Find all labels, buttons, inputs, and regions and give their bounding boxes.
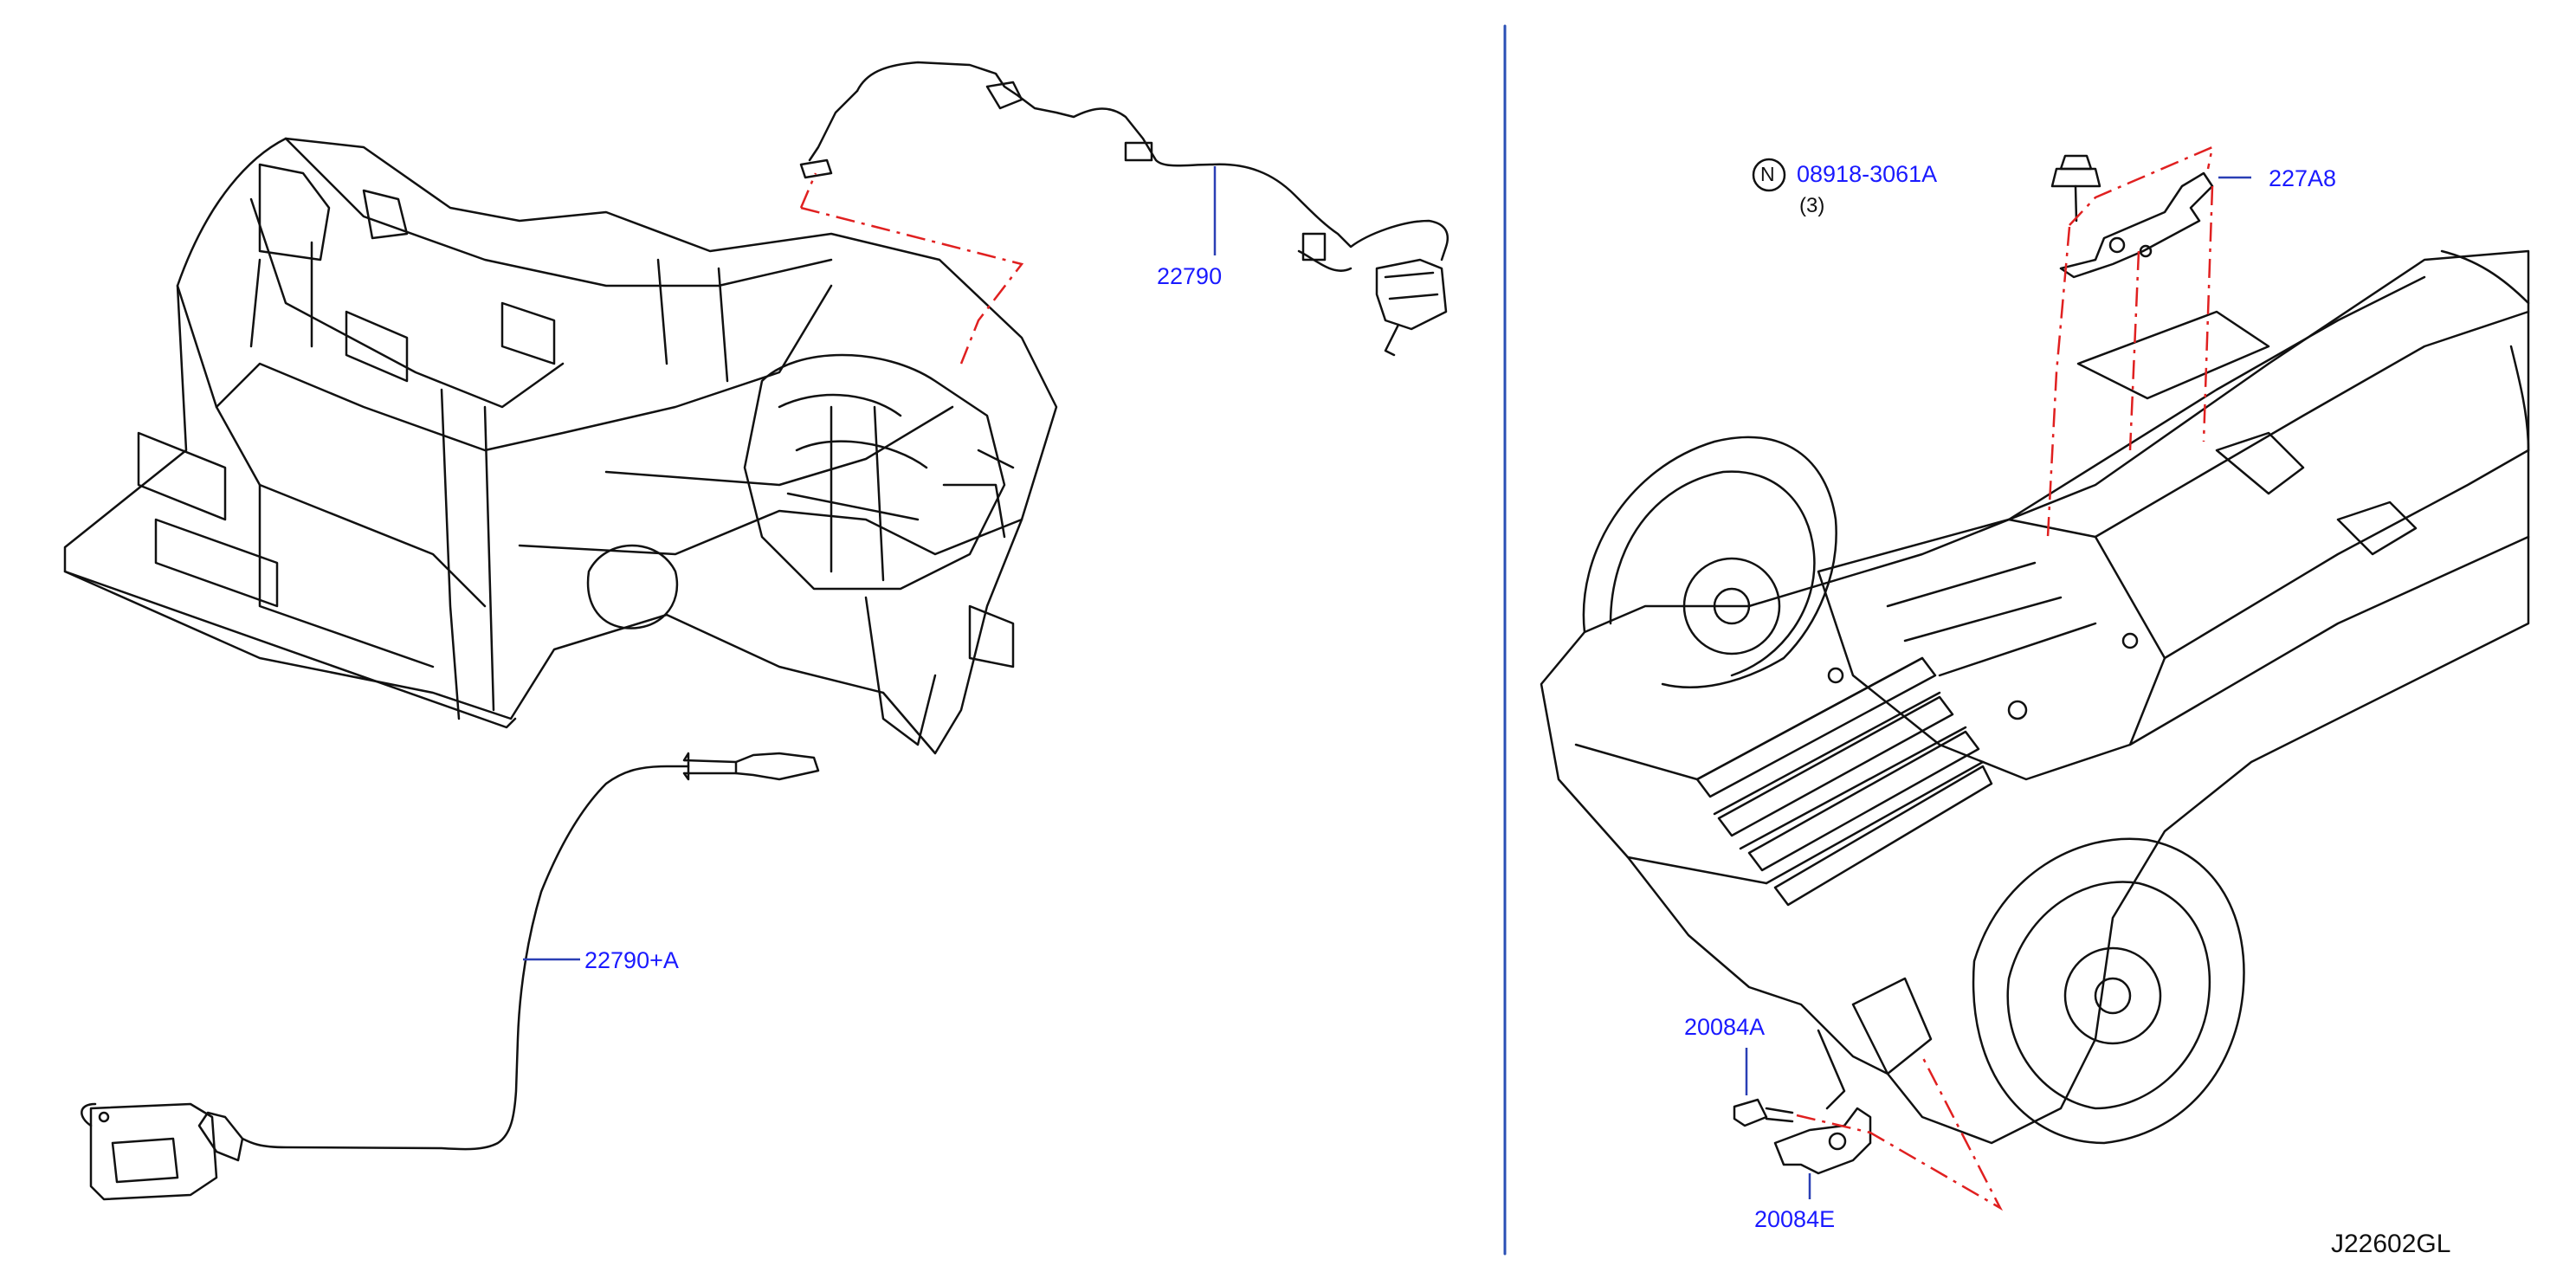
- figure-id: J22602GL: [2331, 1230, 2451, 1258]
- vehicle-front-body-drawing: [63, 137, 1058, 755]
- bolt-icon: [1733, 1098, 1794, 1127]
- reference-lines: [799, 145, 2214, 1211]
- nut-icon: [2050, 154, 2101, 223]
- part-label-22790a: 22790+A: [584, 947, 679, 973]
- leader-lines: [523, 166, 2251, 1199]
- part-label-20084e: 20084E: [1754, 1206, 1836, 1232]
- part-label-20084a: 20084A: [1684, 1014, 1766, 1040]
- bracket-icon: [2059, 171, 2214, 279]
- vehicle-underbody-drawing: [1540, 249, 2530, 1145]
- n-symbol-circle: [1752, 158, 1786, 192]
- part-quantity: (3): [1799, 194, 1825, 217]
- n-symbol: N: [1760, 163, 1775, 185]
- part-label-08918-3061a: 08918-3061A: [1797, 161, 1938, 187]
- part-label-22790: 22790: [1157, 263, 1223, 289]
- air-fuel-ratio-sensor-drawing: [799, 61, 1449, 357]
- part-label-227a8: 227A8: [2269, 165, 2337, 191]
- nox-sensor-drawing: [81, 752, 820, 1201]
- bracket-icon: [1773, 1107, 1872, 1175]
